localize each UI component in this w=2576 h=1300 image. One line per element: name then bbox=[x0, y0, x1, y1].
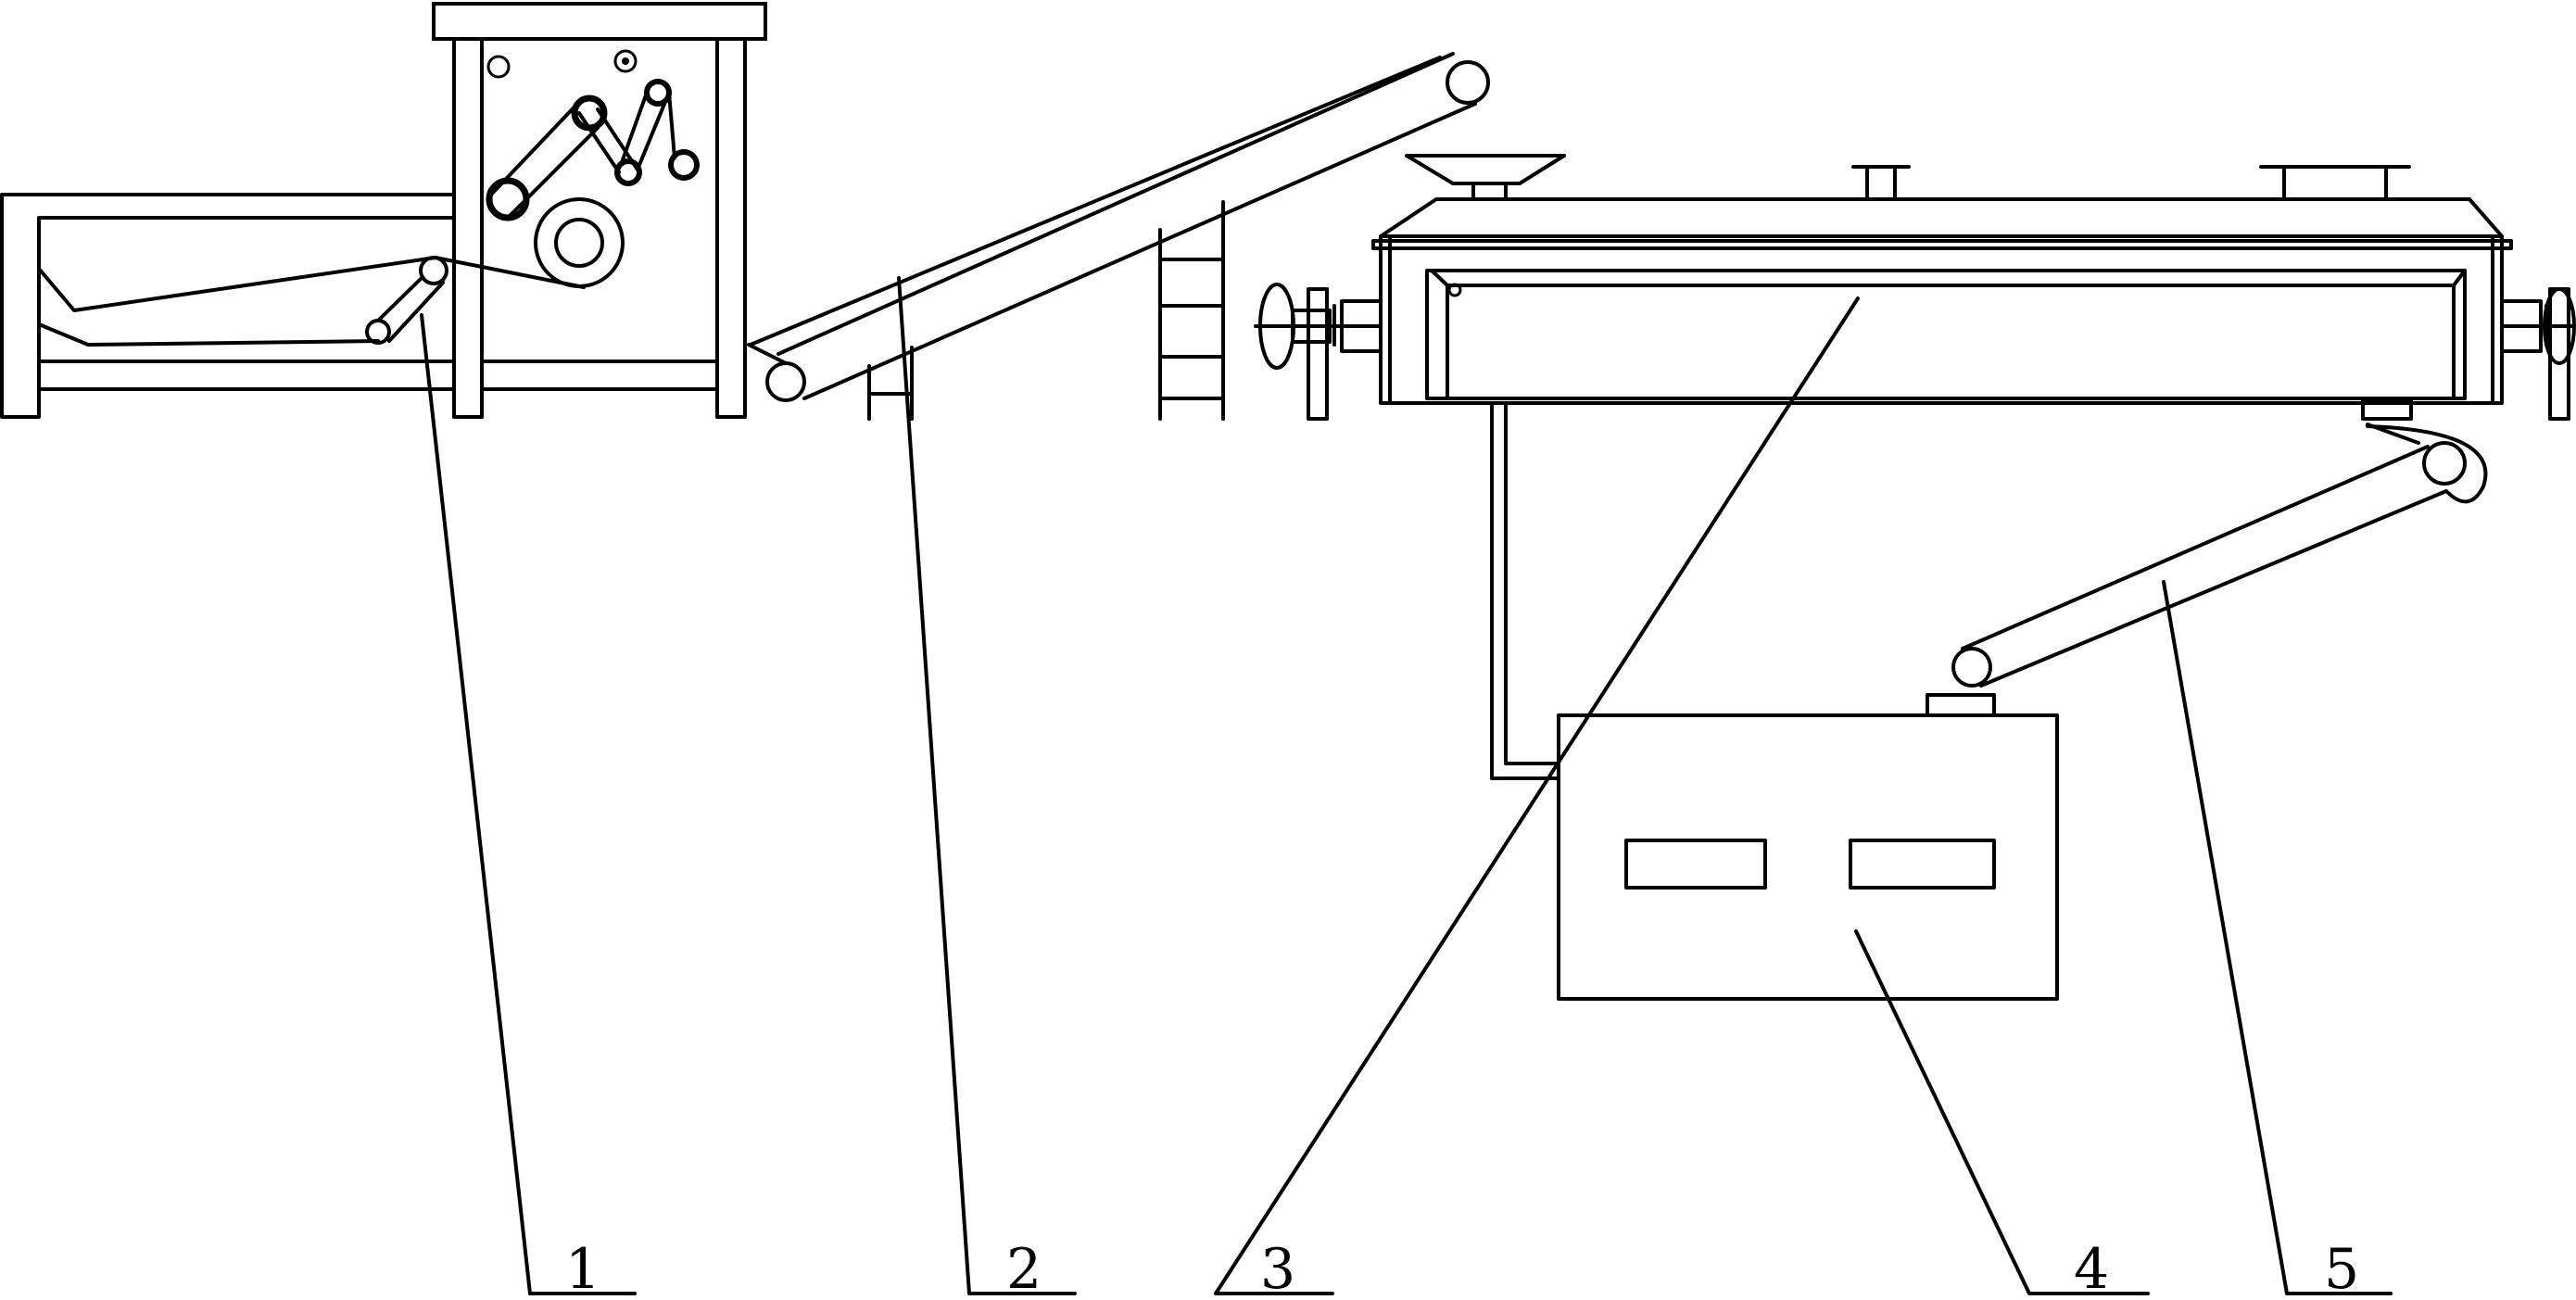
callout-label-4: 4 bbox=[2074, 1237, 2109, 1300]
leader-3 bbox=[1214, 297, 1860, 1295]
connecting-pipe bbox=[1490, 401, 1560, 780]
callout-label-5: 5 bbox=[2324, 1237, 2359, 1300]
right-drive-wheel bbox=[2500, 287, 2576, 421]
leader-2 bbox=[897, 276, 1077, 1295]
leader-4 bbox=[1854, 929, 2150, 1295]
component-1-feeder-frame bbox=[0, 2, 767, 419]
component-3-main-drum bbox=[1254, 154, 2576, 421]
component-4-control-box bbox=[1557, 693, 2059, 1001]
component-2-inclined-conveyor bbox=[747, 52, 1490, 421]
callout-label-3: 3 bbox=[1260, 1237, 1295, 1300]
callout-label-2: 2 bbox=[1006, 1237, 1042, 1300]
callout-leaders bbox=[420, 276, 2393, 1295]
leader-5 bbox=[2162, 580, 2393, 1295]
left-drive-wheel bbox=[1254, 283, 1383, 421]
callout-label-1: 1 bbox=[565, 1237, 600, 1300]
component-5-outlet-conveyor bbox=[1951, 423, 2488, 688]
leader-1 bbox=[420, 313, 637, 1295]
